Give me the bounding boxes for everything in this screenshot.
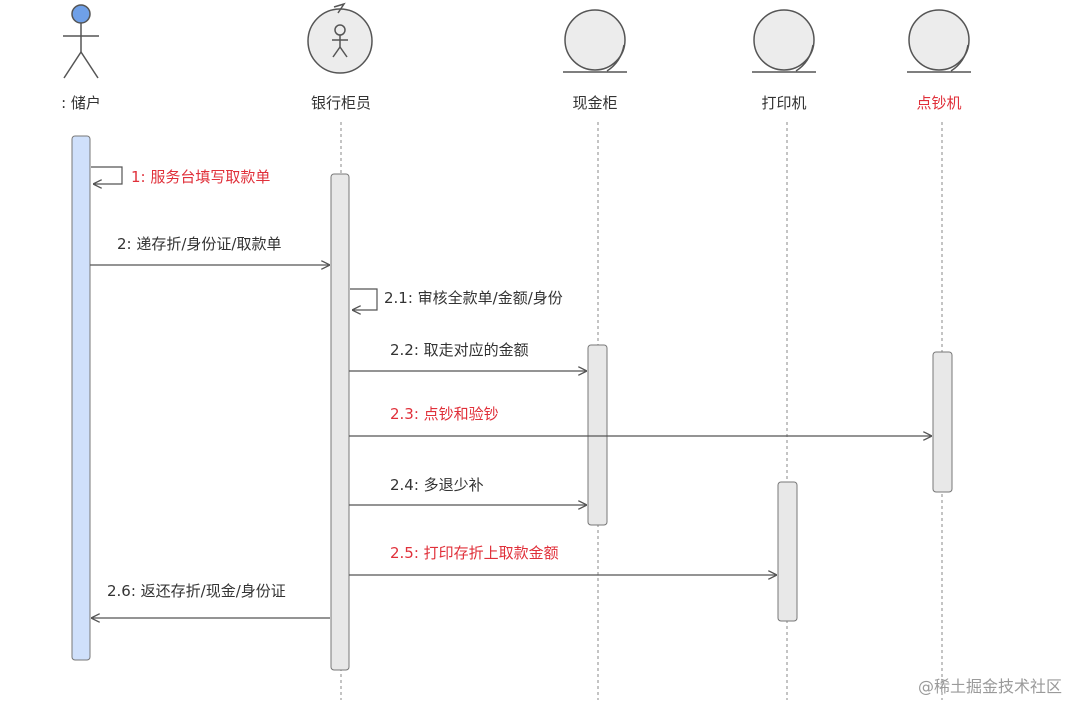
activation-teller — [330, 173, 350, 671]
participant-label-teller: 银行柜员 — [311, 94, 371, 112]
message-label-2: 2: 递存折/身份证/取款单 — [117, 235, 281, 253]
message-label-2-2: 2.2: 取走对应的金额 — [390, 341, 529, 359]
activation-printer — [777, 481, 798, 622]
message-label-2-6: 2.6: 返还存折/现金/身份证 — [107, 582, 286, 600]
message-arrow-2-1 — [350, 288, 378, 310]
entity-icon-counter — [907, 9, 971, 73]
participant-label-counter: 点钞机 — [916, 94, 961, 112]
message-label-2-1: 2.1: 审核全款单/金额/身份 — [384, 289, 563, 307]
control-icon — [307, 2, 373, 74]
entity-icon-cash-drawer — [563, 9, 627, 73]
message-label-2-3: 2.3: 点钞和验钞 — [390, 405, 499, 423]
participant-label-depositor: : 储户 — [61, 94, 101, 112]
message-arrow-1 — [91, 166, 123, 184]
participant-label-printer: 打印机 — [761, 94, 806, 112]
watermark: @稀土掘金技术社区 — [918, 677, 1062, 696]
activation-depositor — [71, 135, 91, 661]
entity-icon-printer — [752, 9, 816, 73]
activation-cash-drawer — [587, 344, 608, 526]
participant-label-cash-drawer: 现金柜 — [572, 94, 617, 112]
actor-icon — [63, 4, 99, 79]
message-label-1: 1: 服务台填写取款单 — [131, 168, 270, 186]
message-label-2-4: 2.4: 多退少补 — [390, 476, 484, 494]
activation-counter — [932, 351, 953, 493]
message-label-2-5: 2.5: 打印存折上取款金额 — [390, 544, 559, 562]
